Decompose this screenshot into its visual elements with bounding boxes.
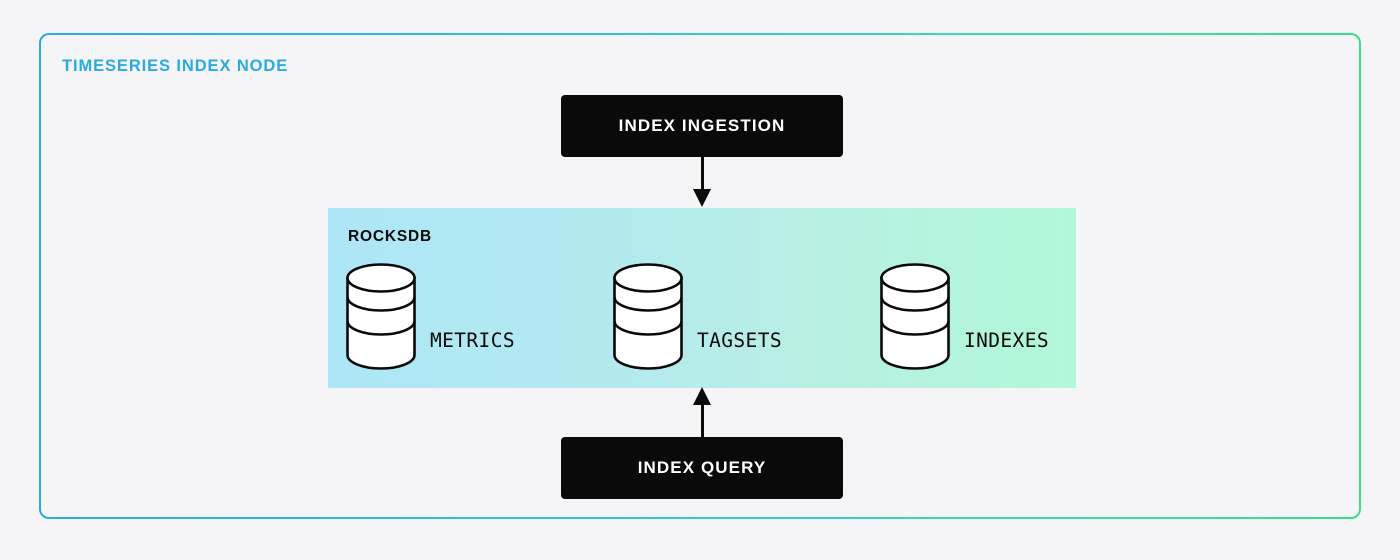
store-indexes[interactable]: INDEXES [879, 260, 1049, 370]
arrow-ingestion-to-rocksdb [691, 157, 713, 207]
store-label: METRICS [430, 329, 515, 352]
database-cylinder-icon [879, 263, 951, 370]
database-cylinder-icon [612, 263, 684, 370]
store-label: TAGSETS [697, 329, 782, 352]
index-ingestion-box[interactable]: INDEX INGESTION [561, 95, 843, 157]
arrow-line [701, 404, 704, 437]
arrow-query-to-rocksdb [691, 387, 713, 437]
store-label: INDEXES [964, 329, 1049, 352]
arrow-line [701, 157, 704, 190]
index-query-label: INDEX QUERY [637, 458, 767, 477]
store-tagsets[interactable]: TAGSETS [612, 260, 782, 370]
database-cylinder-icon [345, 263, 417, 370]
arrow-head-up-icon [693, 387, 711, 405]
node-title: TIMESERIES INDEX NODE [62, 57, 289, 75]
index-query-box[interactable]: INDEX QUERY [561, 437, 843, 499]
node-frame-inner: TIMESERIES INDEX NODE INDEX INGESTION RO… [41, 35, 1359, 517]
rocksdb-title: ROCKSDB [348, 228, 432, 245]
arrow-head-down-icon [693, 189, 711, 207]
index-ingestion-label: INDEX INGESTION [618, 116, 786, 135]
timeseries-index-node-frame: TIMESERIES INDEX NODE INDEX INGESTION RO… [39, 33, 1361, 519]
store-metrics[interactable]: METRICS [345, 260, 515, 370]
rocksdb-panel: ROCKSDB METRICS [328, 208, 1076, 388]
